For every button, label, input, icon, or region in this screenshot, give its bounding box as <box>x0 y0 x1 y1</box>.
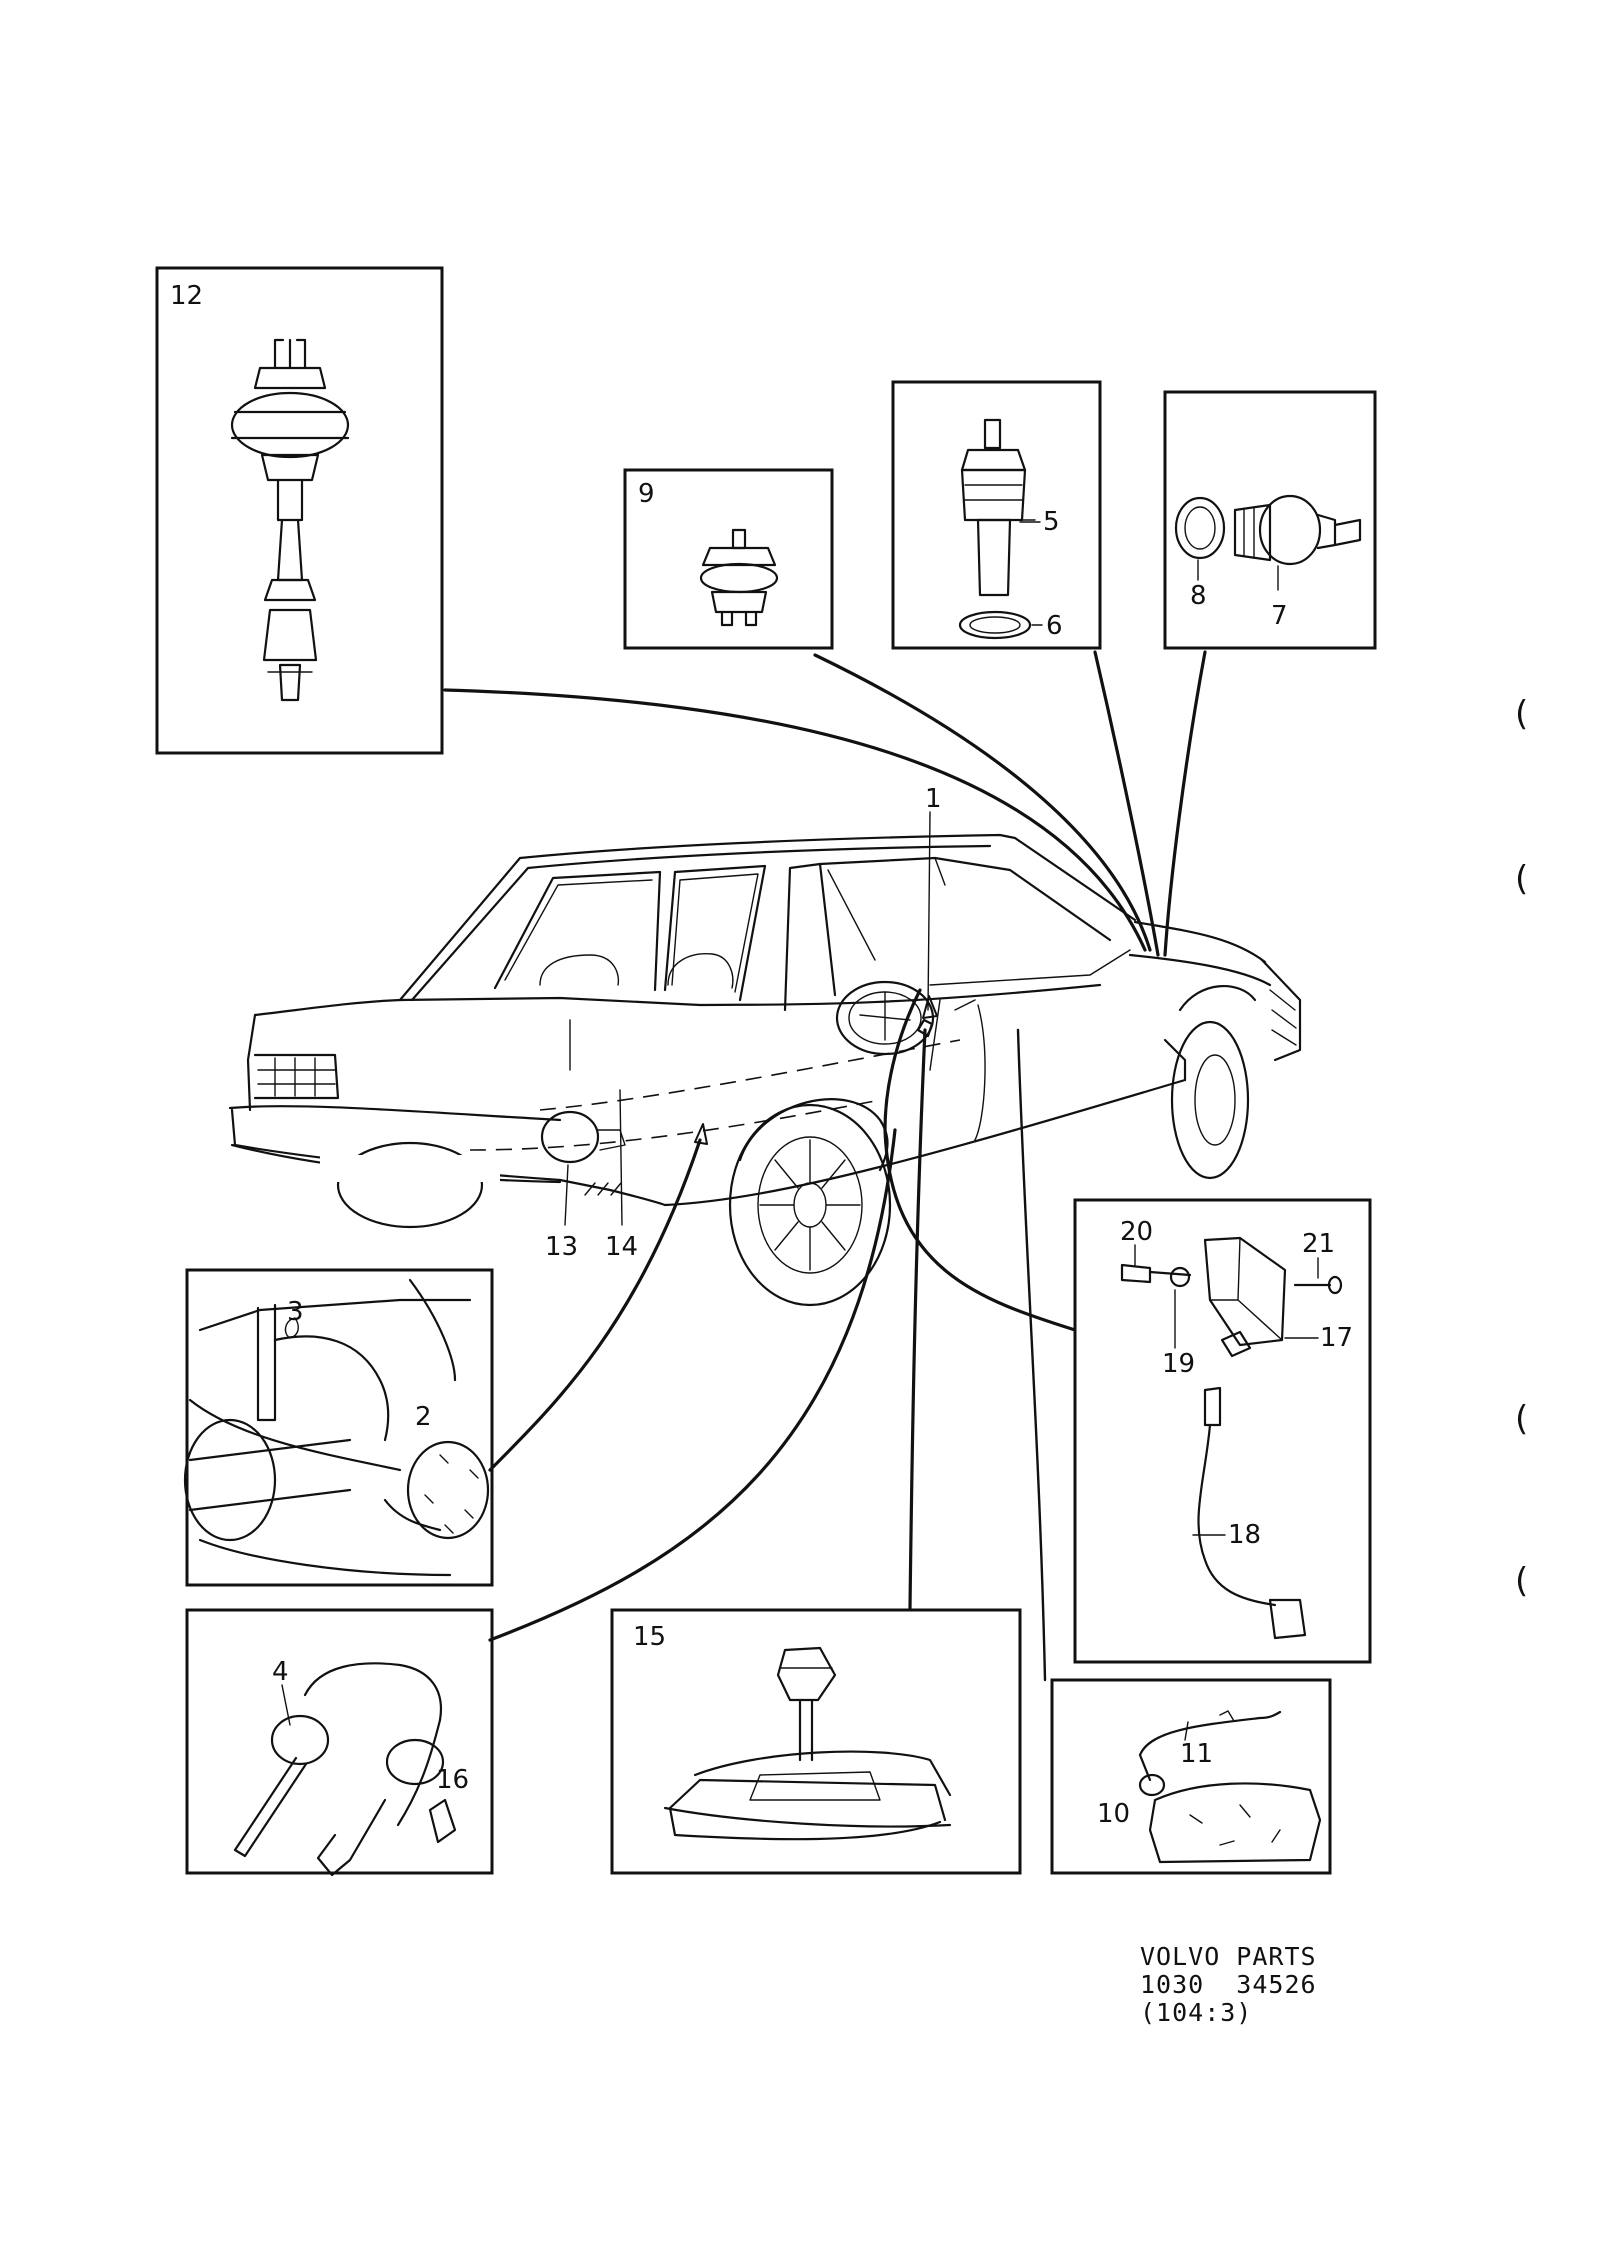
panel-9-switch <box>623 468 834 650</box>
margin-marks: ( ( ( ( <box>1515 694 1528 1601</box>
callout-18: 18 <box>1228 1520 1261 1550</box>
callout-8: 8 <box>1190 581 1207 611</box>
panel-17-21-relay <box>1073 1198 1372 1664</box>
callout-20: 20 <box>1120 1217 1153 1247</box>
panel-7-8-oil-pressure-sender <box>1163 390 1377 650</box>
callout-10: 10 <box>1097 1799 1130 1829</box>
callout-4: 4 <box>272 1657 289 1687</box>
callout-2: 2 <box>415 1402 432 1432</box>
margin-mark-4: ( <box>1515 1561 1528 1601</box>
panel-12-pressure-switch <box>155 266 444 755</box>
panel-15-gear-selector <box>610 1608 1022 1875</box>
callout-labels: 1 2 3 4 5 6 7 8 9 10 11 12 13 14 15 16 1… <box>170 281 1353 1829</box>
callout-14: 14 <box>605 1232 638 1262</box>
callout-13: 13 <box>545 1232 578 1262</box>
callout-17: 17 <box>1320 1323 1353 1353</box>
footer-brand: VOLVO PARTS <box>1140 1942 1317 1971</box>
panel-5-6-temperature-sender <box>891 380 1102 650</box>
callout-1: 1 <box>925 784 942 814</box>
footer-part-code: 1030 34526 <box>1140 1970 1317 1999</box>
callout-16: 16 <box>436 1765 469 1795</box>
callout-12: 12 <box>170 281 203 311</box>
callout-6: 6 <box>1046 611 1063 641</box>
car-illustration <box>228 833 1302 1307</box>
panel-2-3-fuel-tank-sender <box>183 1268 494 1587</box>
panel-4-16-level-sensor <box>185 1608 494 1877</box>
footer-section-ref: (104:3) <box>1140 1998 1253 2027</box>
parts-reference-footer: VOLVO PARTS 1030 34526 (104:3) <box>1140 1943 1317 2027</box>
panel-10-11-gearbox-sender <box>1050 1678 1332 1875</box>
callout-19: 19 <box>1162 1349 1195 1379</box>
callout-7: 7 <box>1271 601 1288 631</box>
callout-15: 15 <box>633 1622 666 1652</box>
leader-lines <box>443 650 1207 1682</box>
callout-21: 21 <box>1302 1229 1335 1259</box>
margin-mark-1: ( <box>1515 694 1528 734</box>
callout-11: 11 <box>1180 1739 1213 1769</box>
margin-mark-2: ( <box>1515 859 1528 899</box>
margin-mark-3: ( <box>1515 1399 1528 1439</box>
callout-3: 3 <box>287 1297 304 1327</box>
callout-9: 9 <box>638 479 655 509</box>
callout-5: 5 <box>1043 507 1060 537</box>
